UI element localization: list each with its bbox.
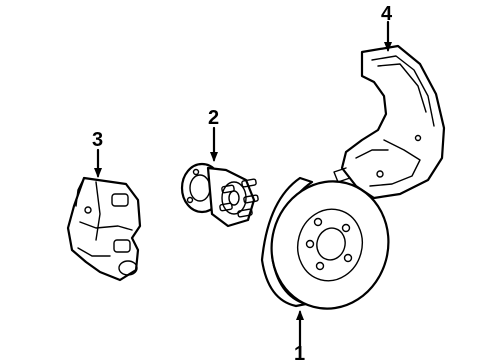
callout-2: 2: [208, 107, 219, 129]
wheel-hub: [180, 162, 259, 228]
callout-1: 1: [294, 343, 305, 360]
splash-shield: [333, 44, 446, 200]
arrow-2: [210, 152, 218, 162]
arrow-3: [94, 168, 102, 178]
callout-3: 3: [92, 129, 103, 151]
arrow-1: [296, 310, 304, 320]
arrow-4: [384, 42, 392, 52]
brake-caliper: [66, 176, 142, 282]
brake-rotor: [260, 176, 390, 310]
callout-4: 4: [381, 3, 393, 25]
leader-lines: [94, 20, 392, 350]
